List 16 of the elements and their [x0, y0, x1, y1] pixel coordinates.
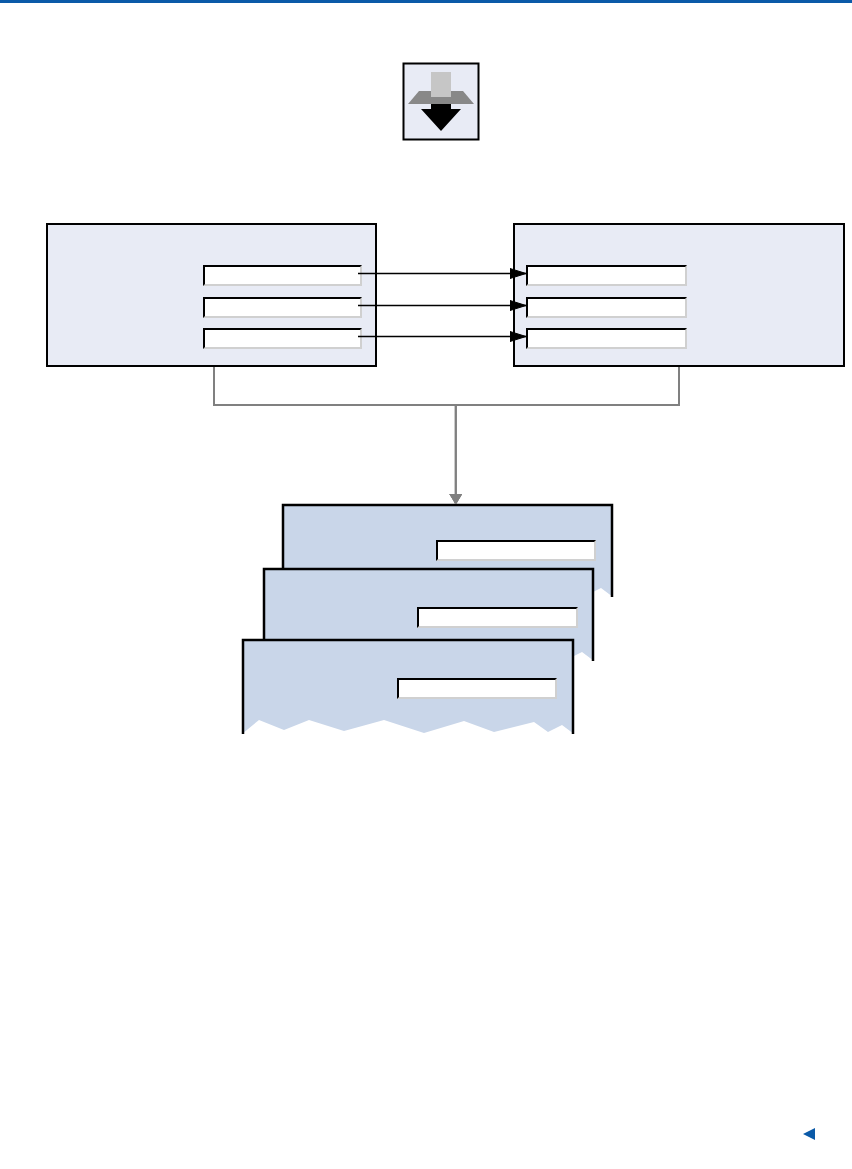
input-field	[203, 328, 362, 349]
panel-box	[513, 223, 845, 367]
input-field	[526, 265, 687, 286]
input-field	[203, 297, 362, 318]
input-field	[203, 265, 362, 286]
panel-box	[46, 223, 377, 367]
arrow	[357, 300, 527, 311]
arrow	[449, 366, 680, 505]
input-field	[397, 678, 557, 699]
input-field	[526, 297, 687, 318]
input-field	[526, 328, 687, 349]
document-shape	[242, 639, 574, 734]
arrow	[357, 331, 527, 342]
arrow	[357, 268, 527, 279]
input-field	[436, 540, 596, 561]
input-field	[417, 607, 578, 628]
